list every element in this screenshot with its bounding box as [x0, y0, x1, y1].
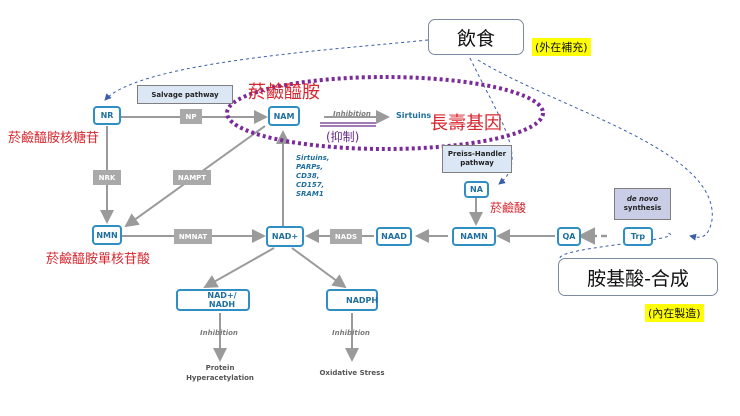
- consumer-sirtuins: Sirtuins,: [296, 154, 330, 162]
- node-nadph: NADPH: [326, 289, 378, 311]
- consumer-list: Sirtuins, PARPs, CD38, CD157, SRAM1: [296, 154, 329, 199]
- curve-aminoacid-trp: [559, 232, 672, 259]
- arrow-nadplus-nadph: [291, 247, 347, 289]
- enzyme-nmnat: NMNAT: [174, 229, 212, 244]
- protein-line2: Hyperacetylation: [186, 374, 254, 382]
- diet-callout: 飲食: [428, 19, 524, 55]
- nmn-chinese-annotation: 菸鹼醯胺單核苷酸: [46, 252, 151, 267]
- de-novo-line2: synthesis: [623, 204, 662, 212]
- consumer-cd38: CD38,: [296, 172, 320, 180]
- node-nmn: NMN: [92, 225, 122, 245]
- curve-diet-trp: [477, 59, 713, 241]
- preiss-handler-label: Preiss-Handler pathway: [447, 150, 507, 167]
- node-nad-nadh: NAD+/ NADH: [176, 289, 250, 311]
- node-qa: QA: [557, 227, 581, 246]
- inhibition-label-right: Inhibition: [332, 329, 370, 337]
- node-naad: NAAD: [376, 227, 412, 246]
- oxidative-stress-label: Oxidative Stress: [319, 369, 385, 377]
- node-trp: Trp: [623, 227, 653, 246]
- longevity-gene-annotation: 長壽基因: [430, 113, 502, 134]
- de-novo-line1: de novo: [626, 195, 659, 203]
- inhibition-label-top: Inhibition: [333, 110, 371, 118]
- node-namn: NAMN: [452, 227, 496, 246]
- enzyme-nampt: NAMPT: [173, 170, 211, 185]
- enzyme-np: NP: [180, 109, 202, 124]
- de-novo-synthesis-box: de novo synthesis: [614, 188, 671, 220]
- external-supply-highlight: (外在補充): [532, 38, 591, 56]
- arrow-nadplus-nadnadh: [203, 247, 275, 288]
- amino-acid-synthesis-callout: 胺基酸-合成: [558, 258, 718, 296]
- sirtuins-label: Sirtuins: [396, 111, 432, 120]
- node-nr: NR: [93, 106, 121, 125]
- nicotinamide-ellipse: [225, 75, 545, 151]
- protein-line1: Protein: [205, 364, 235, 372]
- node-nad-plus: NAD+: [266, 226, 304, 247]
- consumer-sram1: SRAM1: [296, 190, 324, 198]
- inhibition-label-left: Inhibition: [200, 329, 238, 337]
- protein-hyperacetylation-label: Protein Hyperacetylation: [180, 363, 260, 383]
- consumer-cd157: CD157,: [296, 181, 325, 189]
- enzyme-nads: NADS: [330, 229, 362, 244]
- enzyme-nrk: NRK: [93, 170, 121, 185]
- consumer-parps: PARPs,: [296, 163, 324, 171]
- node-na: NA: [464, 181, 489, 198]
- inhibit-annotation: (抑制): [326, 130, 360, 144]
- internal-production-highlight: (內在製造): [645, 304, 704, 322]
- nicotinamide-annotation: 菸鹼醯胺: [248, 82, 320, 103]
- salvage-pathway-box: Salvage pathway: [137, 85, 233, 104]
- nr-chinese-annotation: 菸鹼醯胺核糖苷: [8, 131, 100, 146]
- preiss-handler-box: Preiss-Handler pathway: [442, 145, 512, 173]
- node-nam: NAM: [268, 106, 300, 126]
- curve-diet-nr: [104, 39, 429, 101]
- nicotinic-acid-annotation: 菸鹼酸: [490, 201, 527, 215]
